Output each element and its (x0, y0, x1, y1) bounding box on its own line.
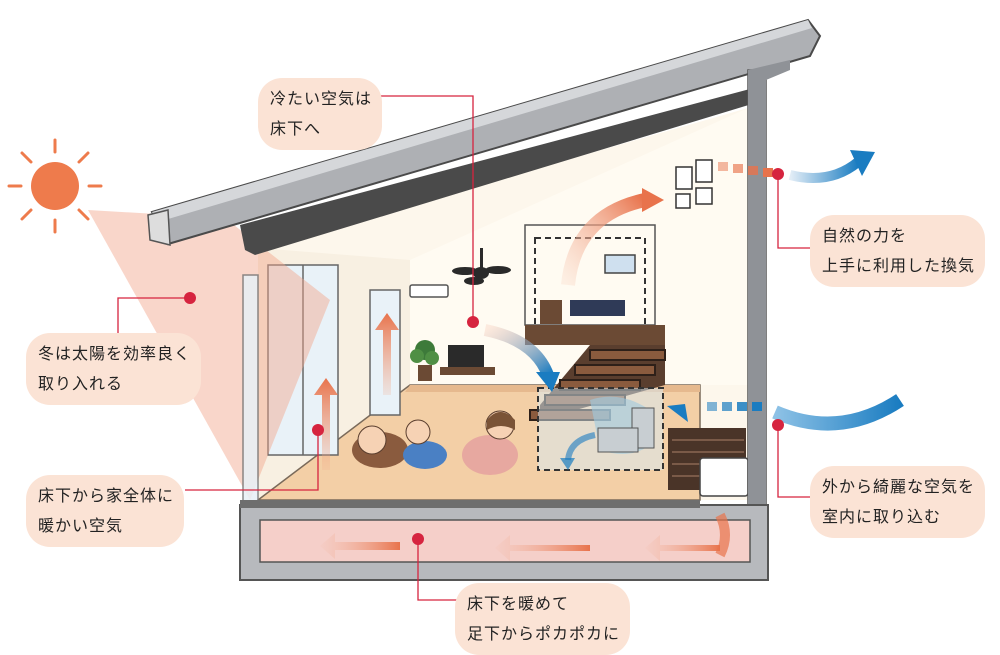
callout-ventilation-line-1: 自然の力を (822, 226, 908, 245)
callout-natural-ventilation: 自然の力を 上手に利用した換気 (810, 215, 986, 287)
sunlight-beam (88, 210, 330, 500)
air-conditioner-icon (409, 284, 449, 298)
tv-icon (440, 345, 495, 375)
cold-air-arrow (483, 324, 554, 378)
intake-dashes (707, 402, 762, 411)
callout-warm-air: 床下から家全体に 暖かい空気 (26, 475, 185, 547)
callout-fresh-air-line-2: 室内に取り込む (822, 507, 942, 526)
roof (147, 18, 822, 255)
callout-winter-sun: 冬は太陽を効率良く 取り入れる (26, 333, 202, 405)
ceiling-fan-icon (452, 248, 511, 285)
underfloor-warm-arrows (320, 512, 730, 561)
callout-floor-heating: 床下を暖めて 足下からポカポカに (455, 583, 631, 655)
rising-warm-arrows (314, 313, 399, 470)
callout-fresh-air: 外から綺麗な空気を 室内に取り込む (810, 466, 986, 538)
warm-air-curve (561, 193, 647, 286)
family-illustration (352, 410, 518, 475)
callout-warm-air-line-2: 暖かい空気 (38, 516, 124, 535)
fresh-air-arrow (772, 394, 904, 431)
callout-winter-sun-line-1: 冬は太陽を効率良く (38, 344, 192, 363)
callout-warm-air-line-1: 床下から家全体に (38, 486, 175, 505)
exhaust-dashes (718, 162, 773, 177)
callout-winter-sun-line-2: 取り入れる (38, 374, 124, 393)
loft-and-stairs (524, 224, 666, 471)
callout-floor-heat-line-2: 足下からポカポカに (467, 624, 621, 643)
wall-cabinet (668, 428, 749, 497)
callout-floor-heat-line-1: 床下を暖めて (467, 594, 570, 613)
callout-cold-air-line-2: 床下へ (270, 119, 322, 138)
callout-ventilation-line-2: 上手に利用した換気 (822, 256, 976, 275)
foundation (239, 500, 769, 581)
sun-icon (7, 138, 103, 234)
callout-cold-air-line-1: 冷たい空気は (270, 89, 373, 108)
callout-cold-air: 冷たい空気は 床下へ (258, 78, 383, 150)
plant-icon (410, 340, 439, 381)
exhaust-arrow (788, 158, 862, 183)
callout-fresh-air-line-1: 外から綺麗な空気を (822, 477, 976, 496)
leader-dots (184, 168, 784, 545)
leader-lines (117, 95, 818, 601)
wall-pictures (675, 159, 713, 209)
